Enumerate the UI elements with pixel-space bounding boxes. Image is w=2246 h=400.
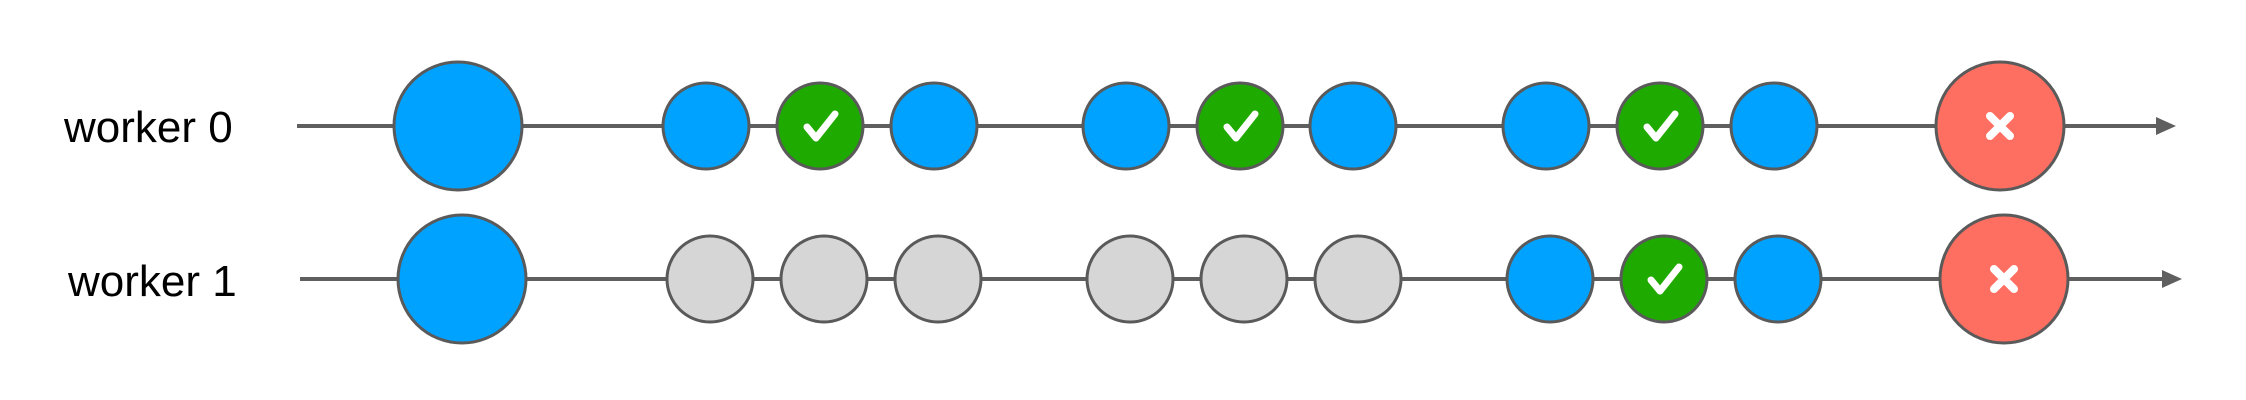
worker-0-event-2: [775, 81, 865, 171]
worker-1-arrow-icon: [2162, 270, 2182, 288]
active-event-circle: [1081, 81, 1171, 171]
worker-0-arrow-icon: [2156, 117, 2176, 135]
worker-1-event-1: [665, 234, 755, 324]
worker-0-event-4: [1081, 81, 1171, 171]
idle-event-circle: [779, 234, 869, 324]
worker-1-event-2: [779, 234, 869, 324]
worker-0-event-5: [1195, 81, 1285, 171]
worker-1-label: worker 1: [67, 257, 237, 306]
idle-event-circle: [1313, 234, 1403, 324]
success-event-circle: [775, 81, 865, 171]
close-icon: [1986, 112, 2014, 140]
idle-event-circle: [1199, 234, 1289, 324]
idle-event-circle: [893, 234, 983, 324]
check-icon: [803, 110, 839, 142]
active-event-circle: [1733, 234, 1823, 324]
worker-row-1: worker 1: [67, 213, 2182, 345]
worker-1-event-7: [1505, 234, 1595, 324]
worker-0-label: worker 0: [63, 103, 233, 152]
idle-event-circle: [1085, 234, 1175, 324]
worker-0-event-7: [1501, 81, 1591, 171]
worker-1-event-5: [1199, 234, 1289, 324]
worker-row-0: worker 0: [63, 60, 2176, 192]
worker-0-event-9: [1729, 81, 1819, 171]
worker-1-event-3: [893, 234, 983, 324]
active-event-circle: [392, 60, 524, 192]
active-event-circle: [396, 213, 528, 345]
active-event-circle: [661, 81, 751, 171]
active-event-circle: [1505, 234, 1595, 324]
worker-0-event-6: [1308, 81, 1398, 171]
worker-1-event-0: [396, 213, 528, 345]
active-event-circle: [1308, 81, 1398, 171]
check-icon: [1643, 110, 1679, 142]
active-event-circle: [1501, 81, 1591, 171]
check-icon: [1223, 110, 1259, 142]
success-event-circle: [1619, 234, 1709, 324]
worker-1-event-10: [1938, 213, 2070, 345]
worker-1-event-6: [1313, 234, 1403, 324]
worker-1-event-8: [1619, 234, 1709, 324]
worker-0-event-10: [1934, 60, 2066, 192]
worker-0-events: [392, 60, 2066, 192]
worker-0-event-0: [392, 60, 524, 192]
worker-0-event-8: [1615, 81, 1705, 171]
success-event-circle: [1615, 81, 1705, 171]
worker-1-events: [396, 213, 2070, 345]
active-event-circle: [889, 81, 979, 171]
worker-1-event-4: [1085, 234, 1175, 324]
close-icon: [1990, 265, 2018, 293]
worker-0-event-3: [889, 81, 979, 171]
active-event-circle: [1729, 81, 1819, 171]
check-icon: [1647, 263, 1683, 295]
worker-1-event-9: [1733, 234, 1823, 324]
success-event-circle: [1195, 81, 1285, 171]
worker-0-event-1: [661, 81, 751, 171]
idle-event-circle: [665, 234, 755, 324]
